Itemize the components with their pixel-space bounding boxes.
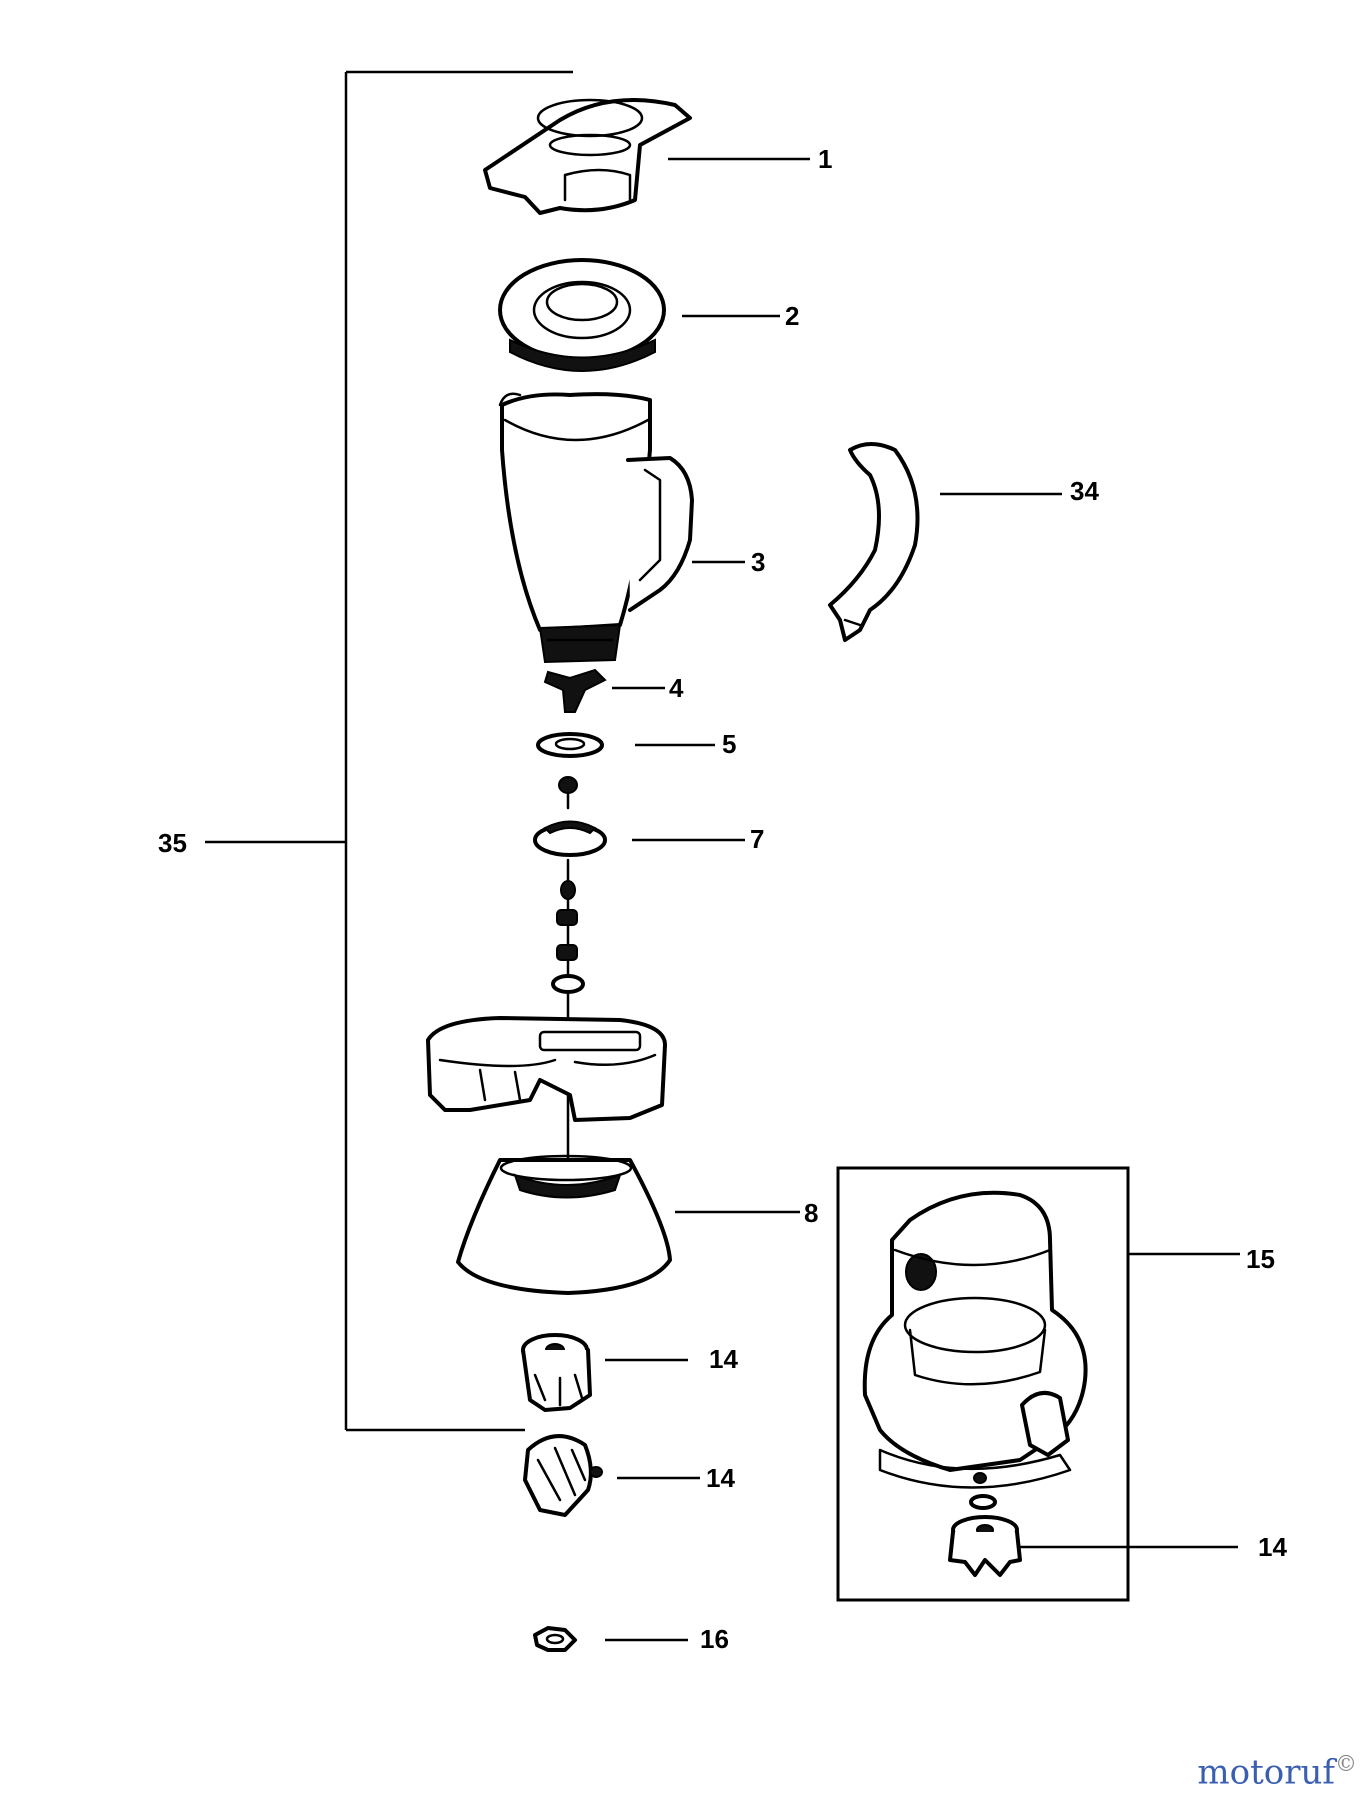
watermark-copyright-icon: © bbox=[1335, 1751, 1357, 1777]
leader-lines bbox=[605, 157, 1240, 1642]
callout-2: 2 bbox=[785, 301, 799, 331]
callout-34: 34 bbox=[1070, 476, 1099, 506]
callout-8: 8 bbox=[804, 1198, 818, 1228]
callout-1: 1 bbox=[818, 144, 832, 174]
callout-14-chopper: 14 bbox=[1258, 1532, 1287, 1562]
part-14-coupler-lower[interactable] bbox=[523, 1434, 603, 1517]
part-15-chopper-attachment[interactable] bbox=[862, 1190, 1088, 1510]
base-housing-ring[interactable] bbox=[426, 1016, 667, 1122]
part-3-blender-jar[interactable] bbox=[498, 392, 694, 664]
part-16-nut[interactable] bbox=[533, 1626, 577, 1652]
callout-14-upper: 14 bbox=[709, 1344, 738, 1374]
callout-15: 15 bbox=[1246, 1244, 1275, 1274]
part-14-coupler-chopper[interactable] bbox=[948, 1515, 1022, 1577]
callout-35: 35 bbox=[158, 828, 187, 858]
part-4-blade[interactable] bbox=[543, 668, 607, 713]
part-14-coupler-upper[interactable] bbox=[521, 1333, 592, 1412]
part-5-seal-ring[interactable] bbox=[536, 732, 604, 758]
callout-7: 7 bbox=[750, 824, 764, 854]
assembly-bracket-35 bbox=[205, 70, 573, 1432]
watermark-text: motoruf bbox=[1197, 1752, 1335, 1792]
watermark-logo: motoruf© bbox=[1197, 1752, 1357, 1792]
callout-3: 3 bbox=[751, 547, 765, 577]
callout-4: 4 bbox=[669, 673, 684, 703]
part-1-lid-cap[interactable] bbox=[483, 98, 692, 215]
callout-16: 16 bbox=[700, 1624, 729, 1654]
callout-14-lower: 14 bbox=[706, 1463, 735, 1493]
part-7-bearing-plate[interactable] bbox=[533, 820, 607, 857]
spindle-stack bbox=[551, 858, 585, 1162]
part-8-cone-base[interactable] bbox=[456, 1154, 672, 1295]
spindle-connector bbox=[558, 776, 578, 810]
part-2-lid[interactable] bbox=[498, 258, 666, 372]
callout-5: 5 bbox=[722, 729, 736, 759]
part-15-box bbox=[836, 1166, 1130, 1602]
part-34-handle[interactable] bbox=[828, 442, 920, 642]
